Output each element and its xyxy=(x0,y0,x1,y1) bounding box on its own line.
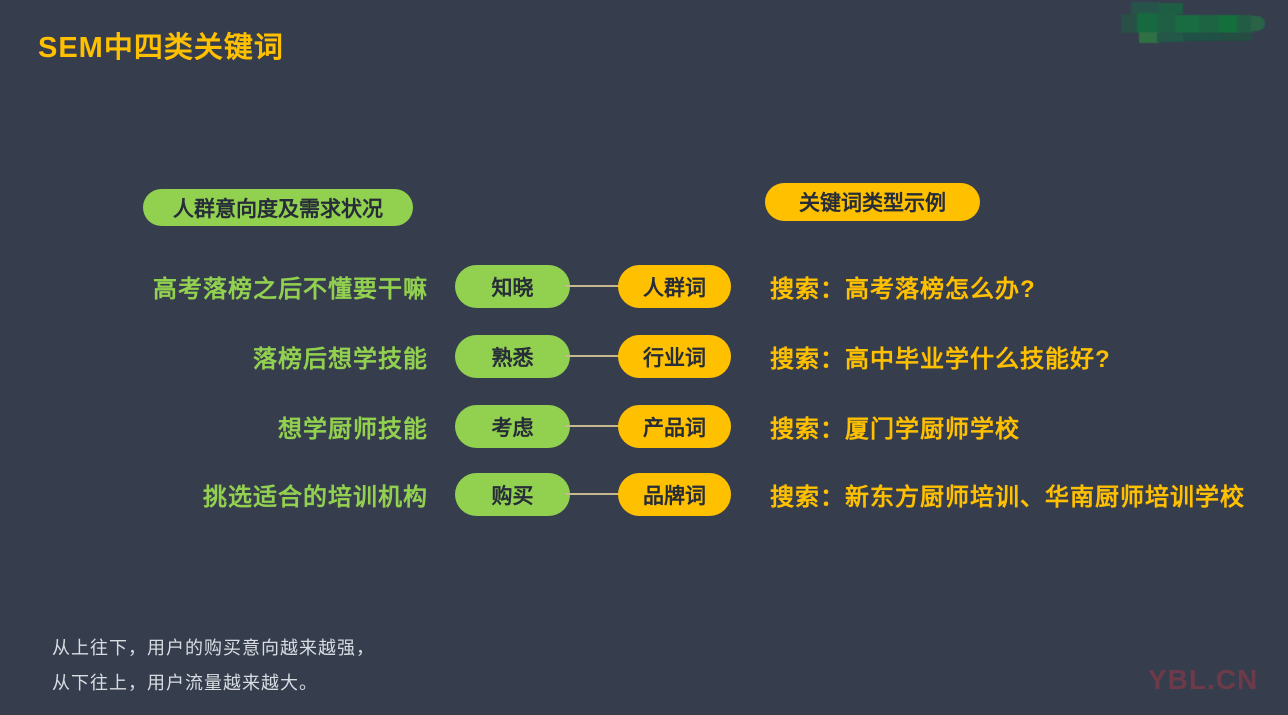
stage-pill: 购买 xyxy=(455,473,570,516)
header-pill-intent: 人群意向度及需求状况 xyxy=(143,189,413,226)
search-example: 搜索：新东方厨师培训、华南厨师培训学校 xyxy=(770,483,1245,511)
search-example: 搜索：高中毕业学什么技能好? xyxy=(770,345,1111,373)
stage-pill: 考虑 xyxy=(455,405,570,448)
logo-pixel xyxy=(1199,15,1221,33)
logo-pixel xyxy=(1251,16,1265,31)
keyword-row-2: 落榜后想学技能 熟悉 行业词 搜索：高中毕业学什么技能好? xyxy=(0,334,1288,378)
keyword-row-1: 高考落榜之后不懂要干嘛 知晓 人群词 搜索：高考落榜怎么办? xyxy=(0,264,1288,308)
search-example: 搜索：高考落榜怎么办? xyxy=(770,275,1036,303)
logo-pixel xyxy=(1219,15,1239,33)
keyword-type-pill: 品牌词 xyxy=(618,473,731,516)
logo-pixel xyxy=(1139,32,1159,43)
logo-pixel xyxy=(1237,15,1253,33)
search-example: 搜索：厦门学厨师学校 xyxy=(770,415,1020,443)
note-line-1: 从上往下，用户的购买意向越来越强， xyxy=(52,638,375,658)
need-label: 想学厨师技能 xyxy=(278,415,428,443)
need-label: 落榜后想学技能 xyxy=(253,345,428,373)
need-label: 挑选适合的培训机构 xyxy=(203,483,428,511)
logo-pixel xyxy=(1157,33,1185,42)
keyword-type-pill: 人群词 xyxy=(618,265,731,308)
logo-pixel xyxy=(1175,15,1201,33)
logo-pixel xyxy=(1121,14,1139,33)
logo-pixel xyxy=(1131,2,1161,14)
logo-pixel xyxy=(1183,33,1223,41)
connector-line xyxy=(566,355,622,357)
logo-pixel xyxy=(1137,13,1159,33)
keyword-row-4: 挑选适合的培训机构 购买 品牌词 搜索：新东方厨师培训、华南厨师培训学校 xyxy=(0,472,1288,516)
logo-pixel xyxy=(1159,3,1183,14)
logo-pixel xyxy=(1157,13,1177,33)
stage-pill: 知晓 xyxy=(455,265,570,308)
keyword-row-3: 想学厨师技能 考虑 产品词 搜索：厦门学厨师学校 xyxy=(0,404,1288,448)
page-title: SEM中四类关键词 xyxy=(38,32,284,64)
keyword-type-pill: 产品词 xyxy=(618,405,731,448)
keyword-type-pill: 行业词 xyxy=(618,335,731,378)
connector-line xyxy=(566,493,622,495)
logo-pixel xyxy=(1221,33,1251,41)
connector-line xyxy=(566,285,622,287)
stage-pill: 熟悉 xyxy=(455,335,570,378)
need-label: 高考落榜之后不懂要干嘛 xyxy=(153,275,428,303)
connector-line xyxy=(566,425,622,427)
header-pill-keyword-type: 关键词类型示例 xyxy=(765,183,980,221)
note-line-2: 从下往上，用户流量越来越大。 xyxy=(52,673,318,693)
site-watermark: YBL.CN xyxy=(1148,664,1259,695)
